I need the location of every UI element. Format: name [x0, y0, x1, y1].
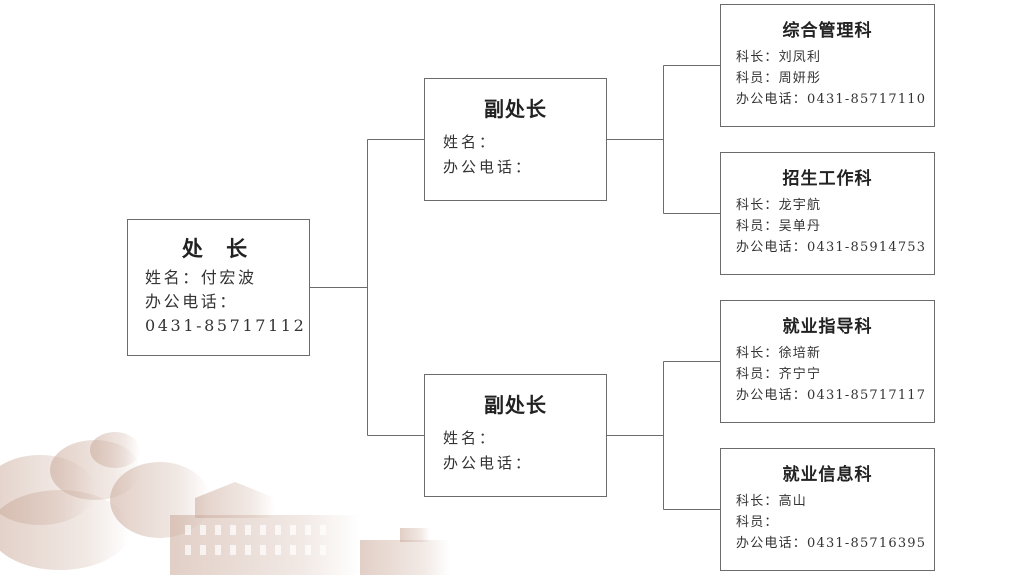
section-phone: 办公电话：0431-85717110: [736, 92, 927, 107]
deputy-title: 副处长: [484, 393, 547, 417]
section-title: 招生工作科: [782, 169, 873, 189]
section-chief: 科长：龙宇航: [736, 198, 822, 213]
connector-director-to-deputies: [310, 139, 424, 436]
section-box-admissions: 招生工作科 科长：龙宇航 科员：吴单丹 办公电话：0431-85914753: [720, 152, 935, 275]
section-box-employment-information: 就业信息科 科长：高山 科员： 办公电话：0431-85716395: [720, 448, 935, 571]
section-box-employment-guidance: 就业指导科 科长：徐培新 科员：齐宁宁 办公电话：0431-85717117: [720, 300, 935, 423]
section-staff: 科员：: [736, 515, 779, 530]
section-phone: 办公电话：0431-85716395: [736, 536, 927, 551]
deputy-name: 姓名：: [443, 429, 498, 447]
director-phone-number: 0431-85717112: [145, 316, 307, 335]
director-box: 处 长 姓名：付宏波 办公电话： 0431-85717112: [127, 219, 310, 356]
section-title: 就业指导科: [782, 317, 873, 337]
connector-deputy1-to-sections: [607, 65, 720, 214]
section-chief: 科长：徐培新: [736, 346, 822, 361]
director-title: 处 长: [181, 236, 256, 261]
section-chief: 科长：高山: [736, 494, 808, 509]
deputy-director-box: 副处长 姓名： 办公电话：: [424, 78, 607, 201]
section-phone: 办公电话：0431-85914753: [736, 240, 927, 255]
deputy-title: 副处长: [484, 97, 547, 121]
director-phone-label: 办公电话：: [145, 292, 239, 311]
director-name: 姓名：付宏波: [145, 268, 257, 287]
section-title: 就业信息科: [782, 465, 873, 485]
section-phone: 办公电话：0431-85717117: [736, 388, 927, 403]
deputy-name: 姓名：: [443, 133, 498, 151]
deputy-phone: 办公电话：: [443, 454, 534, 472]
section-staff: 科员：齐宁宁: [736, 367, 822, 382]
section-chief: 科长：刘凤利: [736, 50, 822, 65]
deputy-phone: 办公电话：: [443, 158, 534, 176]
section-title: 综合管理科: [782, 21, 873, 41]
section-box-general-management: 综合管理科 科长：刘凤利 科员：周妍彤 办公电话：0431-85717110: [720, 4, 935, 127]
section-staff: 科员：周妍彤: [736, 71, 822, 86]
section-staff: 科员：吴单丹: [736, 219, 822, 234]
connector-deputy2-to-sections: [607, 361, 720, 510]
deputy-director-box: 副处长 姓名： 办公电话：: [424, 374, 607, 497]
